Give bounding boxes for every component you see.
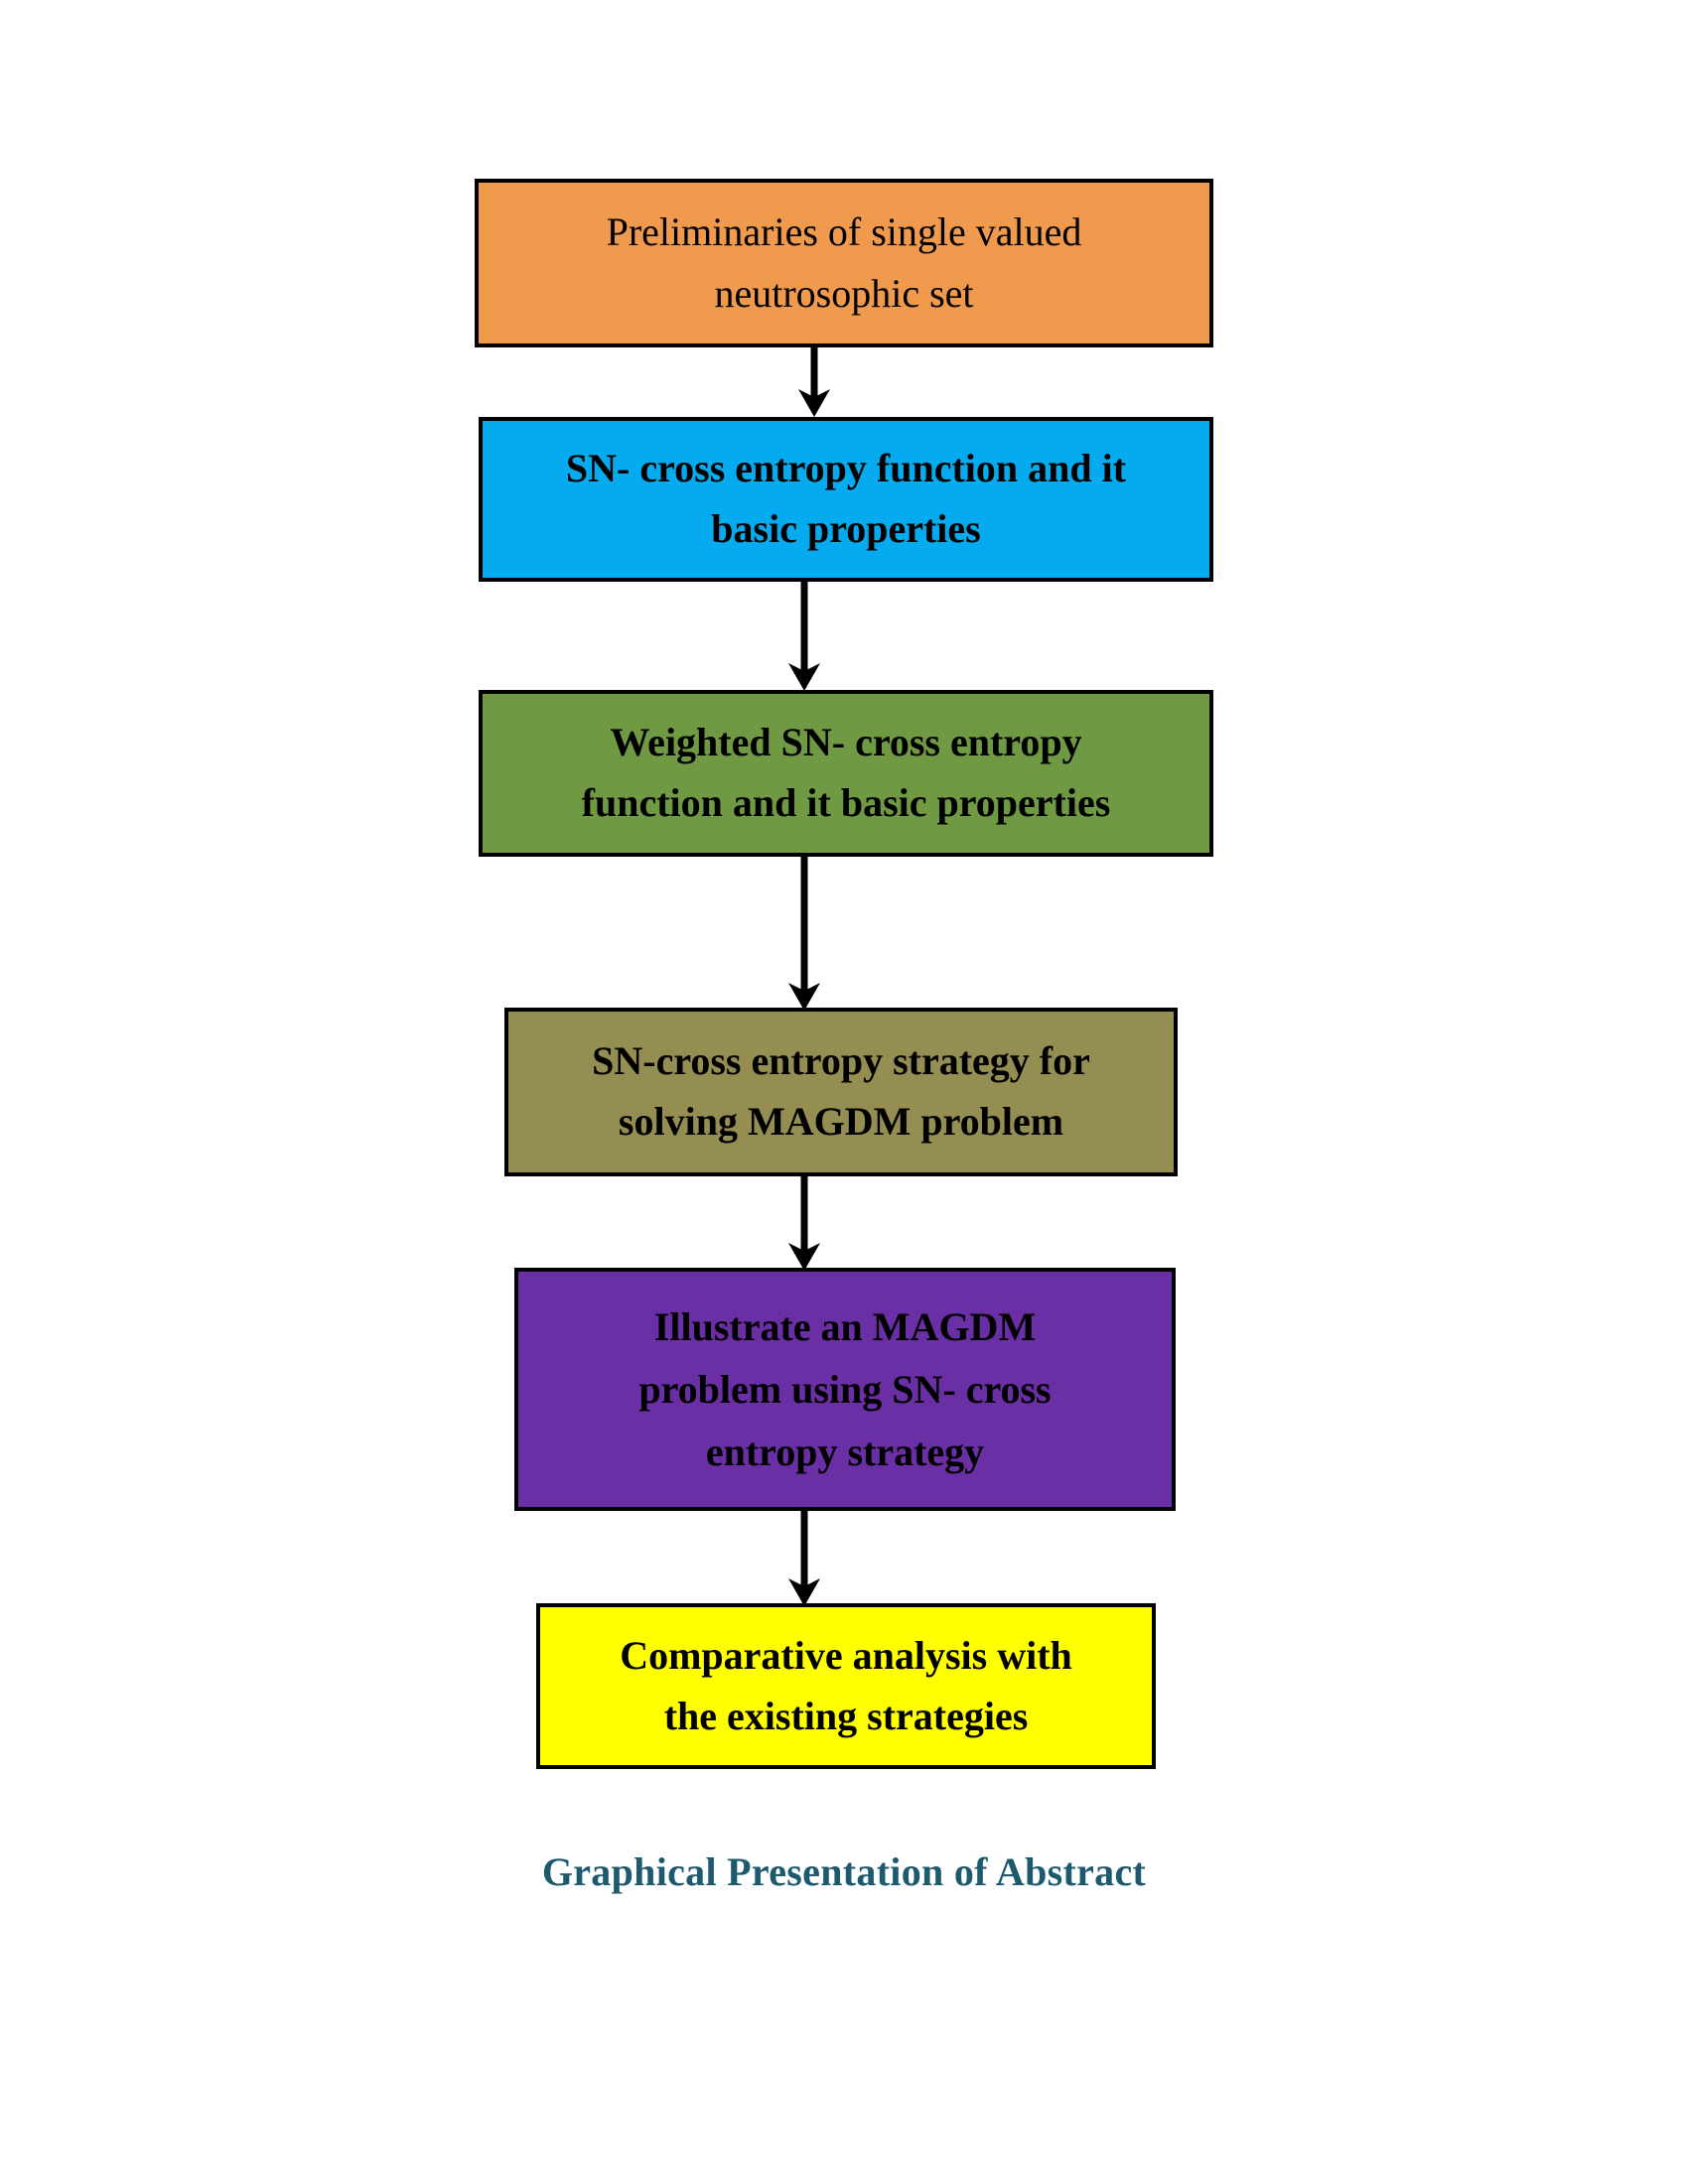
comparative-analysis-node[interactable]: Comparative analysis with the existing s… — [536, 1603, 1156, 1769]
diagram-caption: Graphical Presentation of Abstract — [541, 1849, 1147, 1894]
weighted-sn-line-2: function and it basic properties — [581, 780, 1111, 825]
illustrate-magdm-line-3: entropy strategy — [705, 1430, 985, 1475]
magdm-strategy-line-1: SN-cross entropy strategy for — [592, 1038, 1090, 1084]
illustrate-magdm-line-1: Illustrate an MAGDM — [653, 1303, 1037, 1349]
arrow-preliminaries-to-sn-cross-entropy — [794, 347, 834, 417]
preliminaries-node[interactable]: Preliminaries of single valued neutrosop… — [475, 179, 1213, 347]
arrow-sn-cross-entropy-to-weighted-sn — [784, 582, 824, 691]
preliminaries-line-2: neutrosophic set — [714, 271, 974, 316]
comparative-analysis-line-2: the existing strategies — [663, 1693, 1029, 1738]
comparative-analysis-line-1: Comparative analysis with — [620, 1632, 1072, 1678]
weighted-sn-node[interactable]: Weighted SN- cross entropy function and … — [479, 690, 1213, 857]
preliminaries-line-1: Preliminaries of single valued — [606, 209, 1082, 254]
sn-cross-entropy-line-1: SN- cross entropy function and it — [565, 446, 1127, 491]
sn-cross-entropy-node[interactable]: SN- cross entropy function and it basic … — [479, 417, 1213, 582]
sn-cross-entropy-line-2: basic properties — [711, 506, 981, 551]
magdm-strategy-line-2: solving MAGDM problem — [618, 1099, 1064, 1144]
arrow-weighted-sn-to-magdm-strategy — [784, 857, 824, 1011]
arrow-magdm-strategy-to-illustrate-magdm — [784, 1176, 824, 1271]
arrow-illustrate-magdm-to-comparative-analysis — [784, 1511, 824, 1606]
weighted-sn-line-1: Weighted SN- cross entropy — [610, 720, 1082, 765]
magdm-strategy-node[interactable]: SN-cross entropy strategy for solving MA… — [504, 1008, 1178, 1176]
illustrate-magdm-node[interactable]: Illustrate an MAGDM problem using SN- cr… — [514, 1268, 1176, 1511]
illustrate-magdm-line-2: problem using SN- cross — [638, 1366, 1052, 1412]
